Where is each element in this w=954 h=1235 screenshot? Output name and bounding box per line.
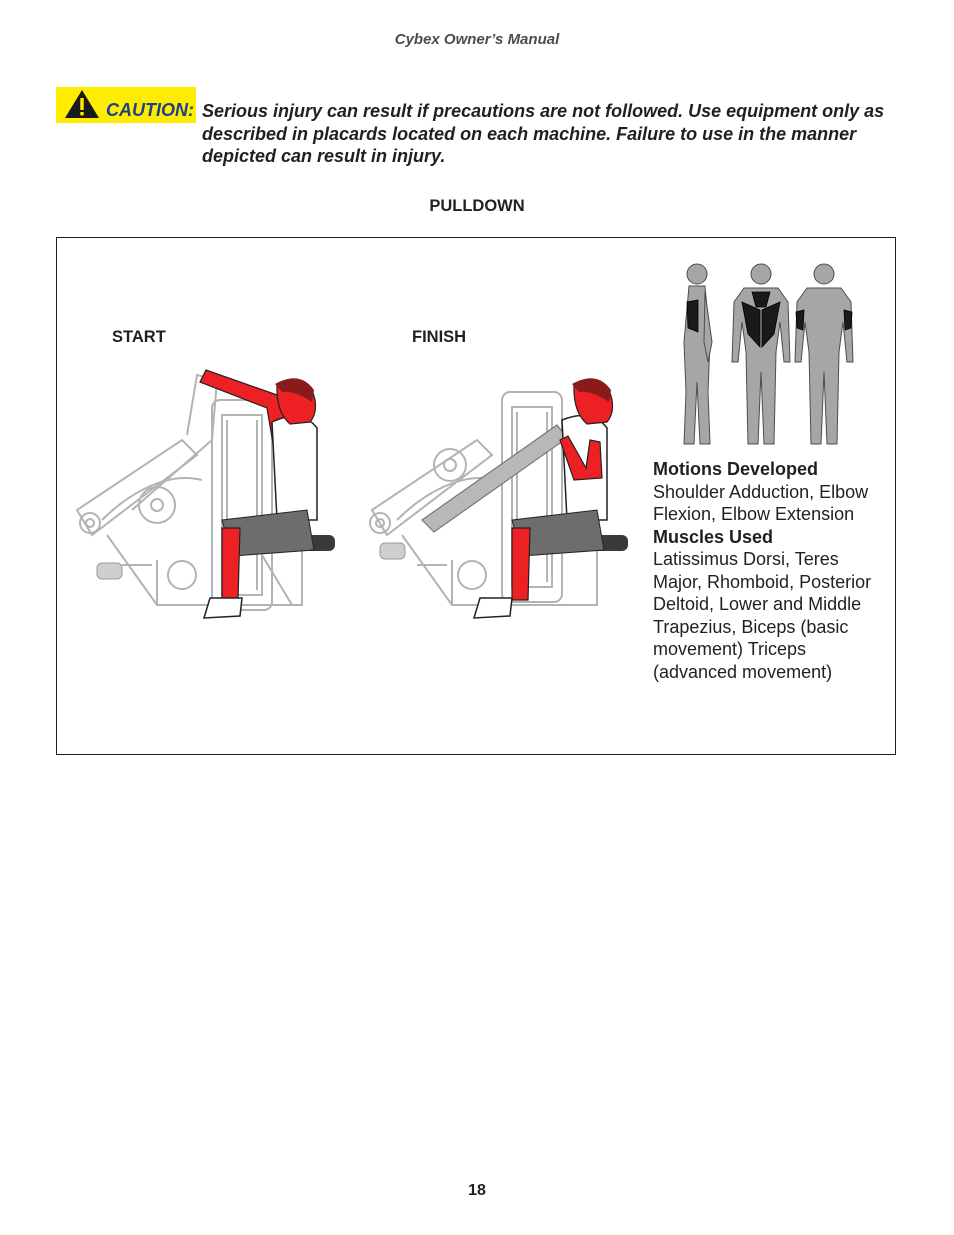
start-label: START bbox=[112, 328, 166, 346]
caution-badge bbox=[56, 87, 196, 123]
start-position-illustration bbox=[75, 369, 335, 619]
finish-label: FINISH bbox=[412, 328, 467, 346]
page-number: 18 bbox=[468, 1182, 486, 1199]
manual-header: Cybex Owner’s Manual bbox=[394, 31, 560, 48]
warning-triangle-icon bbox=[65, 90, 99, 118]
muscles-text: Latissimus Dorsi, Teres Major, Rhomboid,… bbox=[653, 549, 872, 682]
muscle-info: Motions Developed Shoulder Adduction, El… bbox=[653, 458, 883, 683]
motions-heading: Motions Developed bbox=[653, 459, 819, 479]
exercise-title: PULLDOWN bbox=[429, 197, 525, 215]
caution-label: CAUTION: bbox=[106, 100, 194, 120]
muscle-diagram bbox=[683, 263, 854, 445]
exercise-panel bbox=[56, 237, 896, 755]
caution-text: Serious injury can result if precautions… bbox=[202, 101, 885, 167]
motions-text: Shoulder Adduction, Elbow Flexion, Elbow… bbox=[653, 481, 869, 525]
finish-position-illustration bbox=[369, 378, 628, 619]
muscles-heading: Muscles Used bbox=[653, 526, 774, 547]
